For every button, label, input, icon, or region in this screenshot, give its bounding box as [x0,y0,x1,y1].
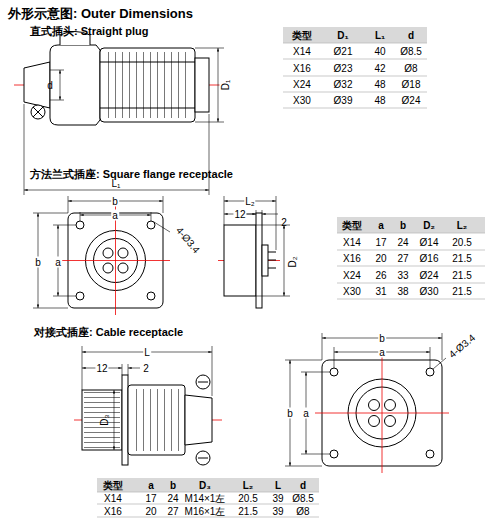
table-cell: Ø16 [420,253,439,264]
table-header: d [300,480,306,491]
table-cell: 21.5 [452,286,471,297]
table-cell: X14 [343,236,361,247]
table-cell: X30 [293,95,311,106]
page-title: 外形示意图: Outer Dimensions [8,7,193,21]
table-header: 类型 [342,220,362,231]
cable-receptacle-front-view [285,333,449,473]
table-cell: 21.5 [238,505,257,516]
dimension-label: 12 [95,363,108,374]
table-cell: Ø8 [296,505,309,516]
dimension-label: a [54,257,62,268]
table-cell: 17 [375,236,386,247]
dimension-label: L [143,347,151,358]
dimension-label: b [34,257,42,268]
table-cell: 24 [167,493,178,504]
dimension-label: D₃ [99,414,110,425]
table-cell: Ø8.5 [292,493,314,504]
table-cell: X14 [293,46,311,57]
table-cell: 31 [375,286,386,297]
table-header: d [408,30,414,41]
dimension-label: b [286,408,294,419]
dimension-label: D₁ [220,79,231,92]
dimension-label: L₂ [244,196,255,207]
table-cell: Ø8.5 [400,46,422,57]
table-cell: M16×1左 [185,505,226,516]
table-cell: 20.5 [238,493,257,504]
section-heading: 对接式插座: Cable receptacle [34,326,183,338]
table-header: D₃ [199,480,211,491]
cable-receptacle-side-view [74,346,222,465]
table-cell: 48 [374,79,385,90]
table-header: 类型 [292,30,312,41]
dimension-label: a [378,347,386,358]
table-header: 类型 [103,480,123,491]
table-header: b [400,220,406,231]
table-header: b [170,480,176,491]
table-cell: Ø24 [402,95,421,106]
table-cell: Ø14 [420,236,439,247]
table-cell: 20 [375,253,386,264]
table-cell: Ø30 [420,286,439,297]
table-header: L₂ [457,220,468,231]
table-cell: 24 [397,236,408,247]
table-cell: Ø23 [334,62,353,73]
table-cell: X16 [104,505,122,516]
table-cell: 48 [374,95,385,106]
table-cell: Ø24 [420,269,439,280]
dimension-label: 2 [143,363,149,374]
table-cell: X30 [343,286,361,297]
table-cell: X16 [293,62,311,73]
flange-front-view [33,196,170,315]
table-cell: 26 [375,269,386,280]
dimension-label: a [302,408,310,419]
table-header: a [148,480,154,491]
table-cell: 20 [145,505,156,516]
section-heading: 方法兰式插座: Square flange receptacle [30,168,233,180]
table-header: D₁ [337,30,348,41]
table-cell: 38 [397,286,408,297]
table-cell: 33 [397,269,408,280]
table-cell: 17 [145,493,156,504]
dimension-label: D₂ [287,256,298,267]
table-cell: 21.5 [452,269,471,280]
table-cell: M14×1左 [185,493,226,504]
table-cell: X24 [293,79,311,90]
table-cell: Ø32 [334,79,353,90]
table-header: D₂ [423,220,435,231]
table-cell: 42 [374,62,385,73]
dimension-label: b [378,333,386,344]
table-cell: 40 [374,46,385,57]
table-cell: Ø18 [402,79,421,90]
table-header: L₂ [243,480,254,491]
table-cell: 21.5 [452,253,471,264]
dimension-label: 2 [281,217,287,228]
table-cell: 39 [272,493,283,504]
dimension-label: b [111,196,119,207]
dimension-label: a [111,210,119,221]
dimension-label: 4-Ø3.4 [174,225,202,255]
table-header: L [275,480,281,491]
table-cell: 27 [397,253,408,264]
flange-side-view [218,196,290,308]
table-cell: 39 [272,505,283,516]
table-header: a [378,220,384,231]
table-cell: X14 [104,493,122,504]
table-cell: 27 [167,505,178,516]
table-cell: 20.5 [452,236,471,247]
dimension-label: d [47,80,53,91]
table-header: L₁ [375,30,385,41]
dimension-label: 4-Ø3.4 [447,332,477,360]
table-cell: Ø21 [334,46,353,57]
dimension-label: 12 [233,209,246,220]
section-heading: 直式插头: Straight plug [30,25,149,37]
table-cell: X24 [343,269,361,280]
table-cell: Ø39 [334,95,353,106]
table-cell: X16 [343,253,361,264]
table-cell: Ø8 [404,62,417,73]
